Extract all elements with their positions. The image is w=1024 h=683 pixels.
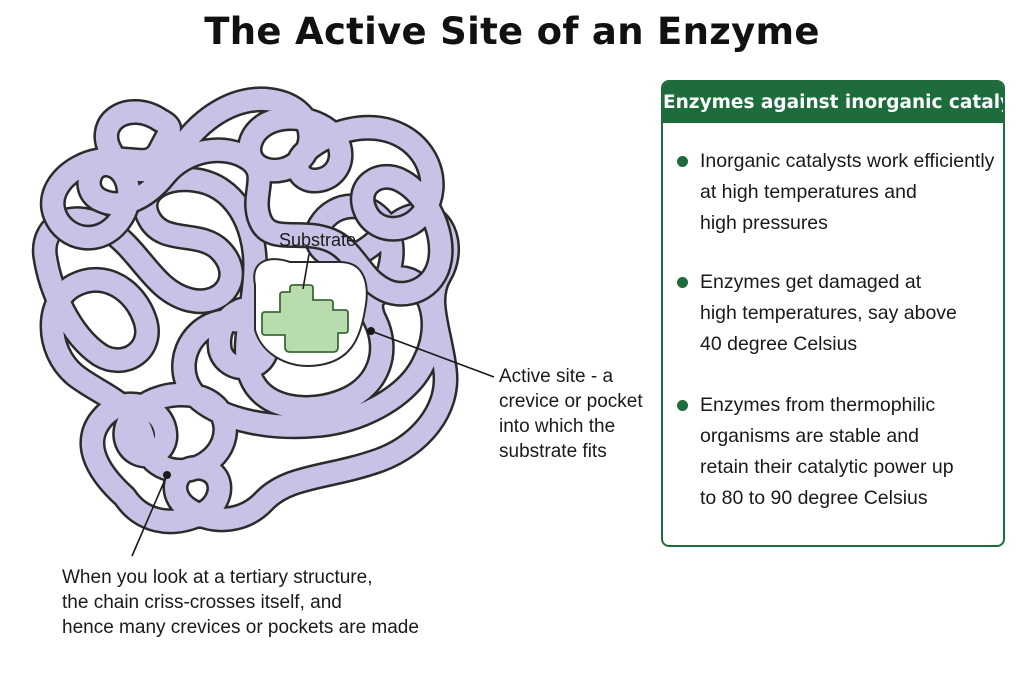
- substrate-leader-line: [302, 253, 310, 290]
- tertiary-leader-line: [131, 474, 168, 557]
- tertiary-label-line: hence many crevices or pockets are made: [62, 617, 419, 638]
- panel-item-line: Enzymes from thermophilic: [700, 394, 936, 416]
- panel-item-line: high pressures: [700, 212, 828, 234]
- active-site-leader-line: [370, 330, 495, 378]
- panel-item-line: retain their catalytic power up: [700, 456, 954, 478]
- bullet-dot-icon: [677, 400, 688, 411]
- bullet-dot-icon: [677, 156, 688, 167]
- substrate-label: Substrate: [279, 230, 357, 250]
- active-site-label-line: into which the: [499, 416, 616, 437]
- panel-item-line: Enzymes get damaged at: [700, 271, 922, 293]
- tertiary-label-line: the chain criss-crosses itself, and: [62, 592, 342, 613]
- tertiary-structure-label: When you look at a tertiary structure, t…: [62, 565, 422, 640]
- panel-item-text: Inorganic catalysts work efficiently at …: [700, 146, 1000, 239]
- panel-item-line: to 80 to 90 degree Celsius: [700, 487, 928, 509]
- panel-item-line: high temperatures, say above: [700, 302, 957, 324]
- panel-header: Enzymes against inorganic catalysts: [663, 82, 1003, 123]
- bullet-dot-icon: [677, 277, 688, 288]
- protein-chain: [45, 99, 447, 521]
- substrate-shape: [261, 284, 349, 353]
- tertiary-label-line: When you look at a tertiary structure,: [62, 567, 373, 588]
- panel-item-line: 40 degree Celsius: [700, 333, 858, 355]
- active-site-label-line: substrate fits: [499, 441, 607, 462]
- panel-item-text: Enzymes from thermophilic organisms are …: [700, 390, 1000, 514]
- active-site-label-line: Active site - a: [499, 366, 614, 387]
- active-site-label: Active site - a crevice or pocket into w…: [499, 364, 649, 464]
- panel-item-line: Inorganic catalysts work efficiently: [700, 150, 995, 172]
- page-title: The Active Site of an Enzyme: [204, 10, 820, 53]
- enzyme-diagram: [0, 0, 495, 557]
- panel-item-text: Enzymes get damaged at high temperatures…: [700, 267, 1000, 360]
- comparison-panel: Enzymes against inorganic catalysts Inor…: [661, 80, 1005, 547]
- panel-item-line: organisms are stable and: [700, 425, 919, 447]
- active-site-label-line: crevice or pocket: [499, 391, 643, 412]
- panel-item-line: at high temperatures and: [700, 181, 917, 203]
